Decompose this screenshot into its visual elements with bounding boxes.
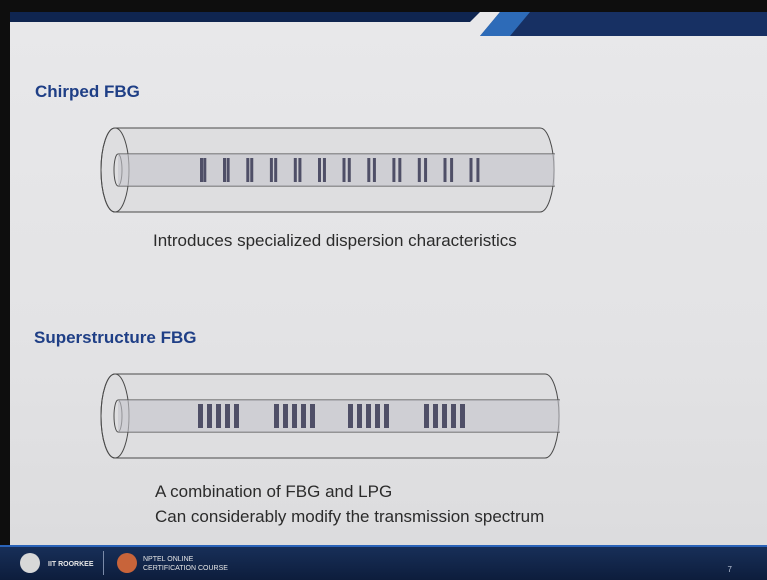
grating-line	[322, 158, 326, 182]
grating-line	[234, 404, 239, 428]
diagram-layer	[100, 127, 560, 459]
institute-name: IIT ROORKEE	[48, 561, 94, 568]
grating-line	[203, 158, 207, 182]
grating-line	[200, 158, 203, 182]
grating-line	[424, 404, 429, 428]
grating-line	[476, 158, 480, 182]
grating-line	[357, 404, 362, 428]
grating-line	[469, 158, 473, 182]
grating-line	[198, 404, 203, 428]
grating-line	[442, 404, 447, 428]
grating-line	[301, 404, 306, 428]
grating-line	[293, 158, 297, 182]
grating-line	[318, 158, 321, 182]
slide: Chirped FBG Introduces specialized dispe…	[10, 12, 767, 545]
grating-line	[216, 404, 221, 428]
iit-roorkee-logo-icon	[20, 553, 40, 573]
chirped-fbg-diagram	[100, 127, 555, 213]
grating-line	[223, 158, 226, 182]
grating-line	[347, 158, 351, 182]
grating-line	[298, 158, 302, 182]
grating-line	[246, 158, 250, 182]
nptel-logo-icon	[117, 553, 137, 573]
footer-accent-line	[0, 545, 767, 547]
caption-chirped: Introduces specialized dispersion charac…	[153, 231, 517, 250]
grating-line	[375, 404, 380, 428]
grating-line	[292, 404, 297, 428]
grating-line	[433, 404, 438, 428]
grating-line	[398, 158, 402, 182]
grating-line	[342, 158, 346, 182]
grating-line	[372, 158, 376, 182]
grating-line	[225, 404, 230, 428]
grating-line	[460, 404, 465, 428]
grating-line	[310, 404, 315, 428]
grating-line	[424, 158, 428, 182]
grating-line	[392, 158, 396, 182]
grating-line	[348, 404, 353, 428]
grating-line	[366, 404, 371, 428]
grating-line	[274, 158, 278, 182]
footer-bar	[0, 545, 767, 580]
superstructure-fbg-diagram	[100, 373, 560, 459]
grating-line	[269, 158, 273, 182]
grating-line	[443, 158, 447, 182]
section-heading-chirped: Chirped FBG	[35, 82, 140, 101]
grating-line	[450, 158, 454, 182]
grating-line	[274, 404, 279, 428]
grating-line	[226, 158, 230, 182]
grating-line	[384, 404, 389, 428]
caption-superstructure-line2: Can considerably modify the transmission…	[155, 507, 545, 526]
course-line-2: CERTIFICATION COURSE	[143, 565, 228, 572]
grating-line	[250, 158, 254, 182]
grating-line	[207, 404, 212, 428]
grating-line	[367, 158, 371, 182]
page-number: 7	[727, 565, 732, 574]
course-line-1: NPTEL ONLINE	[143, 556, 194, 563]
section-heading-superstructure: Superstructure FBG	[34, 328, 197, 347]
header-bar	[10, 12, 767, 36]
caption-superstructure-line1: A combination of FBG and LPG	[155, 482, 393, 501]
footer-divider	[103, 551, 104, 575]
grating-line	[417, 158, 421, 182]
grating-line	[283, 404, 288, 428]
grating-line	[451, 404, 456, 428]
